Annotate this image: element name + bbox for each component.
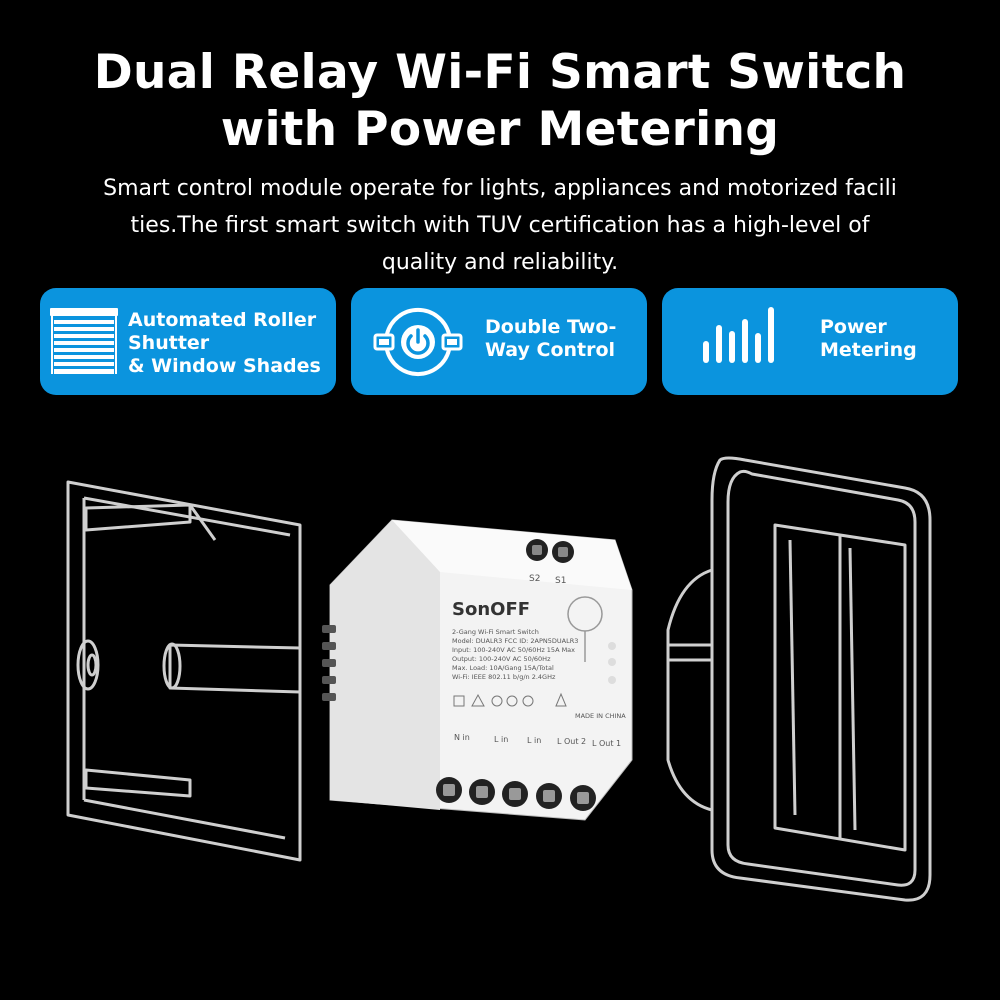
page-title: Dual Relay Wi-Fi Smart Switch with Power…: [0, 44, 1000, 158]
model-line: Input: 100-240V AC 50/60Hz 15A Max: [452, 646, 575, 654]
description-line-1: Smart control module operate for lights,…: [103, 176, 897, 201]
title-line-1: Dual Relay Wi-Fi Smart Switch: [93, 45, 907, 100]
terminal-label-nin: N in: [454, 733, 470, 742]
model-line: Model: DUALR3 FCC ID: 2APN5DUALR3: [452, 637, 578, 645]
feature-card-two-way-control: Double Two- Way Control: [351, 288, 647, 395]
terminal-label-s1: S1: [555, 576, 566, 586]
terminal-label-s2: S2: [529, 574, 540, 584]
made-in-label: MADE IN CHINA: [575, 712, 626, 720]
sonoff-dualr3-device: S2 S1 SonOFF 2-Gang Wi-Fi Smart Switch M…: [322, 519, 633, 821]
model-line: Wi-Fi: IEEE 802.11 b/g/n 2.4GHz: [452, 673, 556, 681]
description-line-3: quality and reliability.: [381, 250, 619, 275]
description: Smart control module operate for lights,…: [80, 170, 920, 281]
wall-switch-outline: [666, 456, 932, 902]
model-line: 2-Gang Wi-Fi Smart Switch: [452, 628, 539, 636]
model-line: Max. Load: 10A/Gang 15A/Total: [452, 664, 554, 672]
feature-label-power-metering: Power Metering: [820, 316, 917, 361]
feature-label-two-way-control: Double Two- Way Control: [485, 316, 617, 361]
feature-card-power-metering: Power Metering: [662, 288, 958, 395]
terminal-label-lout1: L Out 1: [592, 739, 621, 748]
terminal-label-lin-2: L in: [527, 736, 541, 745]
description-line-2: ties.The first smart switch with TUV cer…: [130, 213, 870, 238]
title-line-2: with Power Metering: [220, 102, 780, 157]
product-illustration: S2 S1 SonOFF 2-Gang Wi-Fi Smart Switch M…: [66, 456, 932, 902]
terminal-label-lout2: L Out 2: [557, 737, 586, 746]
terminal-label-lin-1: L in: [494, 735, 508, 744]
wall-box-outline: [66, 480, 302, 862]
feature-label-roller-shutter: Automated Roller Shutter & Window Shades: [128, 309, 321, 377]
two-way-switch-icon: [373, 306, 463, 378]
feature-card-roller-shutter: Automated Roller Shutter & Window Shades: [40, 288, 336, 395]
model-line: Output: 100-240V AC 50/60Hz: [452, 655, 551, 663]
roller-shutter-icon: [48, 306, 120, 378]
brand-logo: SonOFF: [452, 599, 530, 620]
power-bars-icon: [700, 306, 790, 378]
